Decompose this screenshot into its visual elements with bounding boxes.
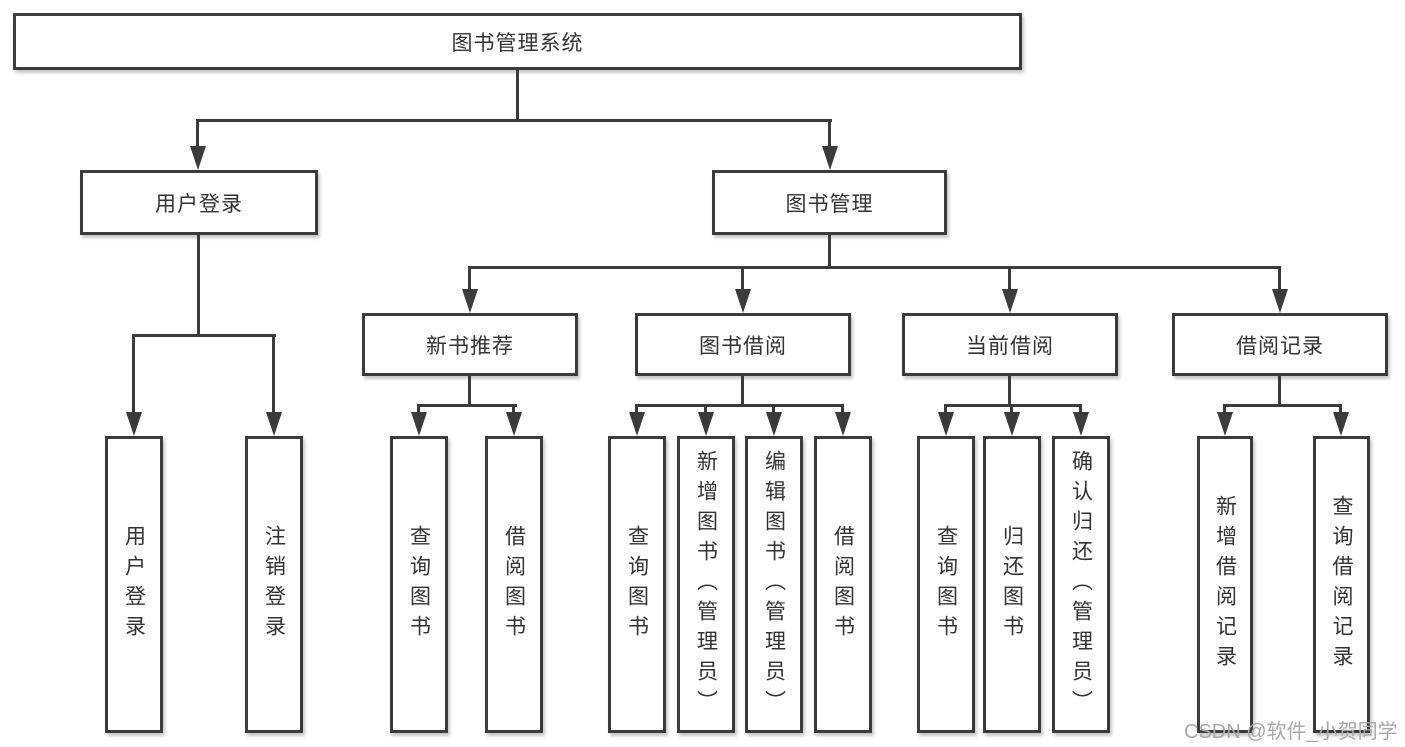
leaf-add-book-admin: 新增图书（管理员）: [677, 436, 735, 733]
leaf-edit-book-admin: 编辑图书（管理员）: [745, 436, 803, 733]
arrowhead-icon: [1004, 412, 1020, 436]
connector-stub: [635, 404, 638, 416]
connector-new-book-vertical: [468, 376, 471, 407]
leaf-borrow-books-recommend: 借阅图书: [485, 436, 543, 733]
leaf-borrow-books-borrowing: 借阅图书: [814, 436, 872, 733]
leaf-logout: 注销登录: [245, 436, 303, 733]
leaf-borrow-books-borrowing-label: 借阅图书: [831, 524, 855, 645]
leaf-query-borrow-record: 查询借阅记录: [1313, 436, 1370, 733]
arrowhead-icon: [698, 412, 714, 436]
connector-stub: [1339, 404, 1342, 416]
connector-book-management-horizontal: [468, 266, 1281, 269]
connector-stub: [772, 404, 775, 416]
connector-current-borrowing-horizontal: [944, 404, 1082, 407]
leaf-query-books-current-label: 查询图书: [934, 524, 958, 645]
arrowhead-icon: [411, 412, 427, 436]
connector-root-vertical: [516, 70, 519, 122]
leaf-logout-label: 注销登录: [262, 524, 286, 645]
connector-book-management-vertical: [828, 235, 831, 269]
watermark: CSDN @软件_小贺同学: [1184, 721, 1398, 743]
connector-stub: [1079, 404, 1082, 416]
arrowhead-icon: [822, 146, 838, 170]
connector-book-borrowing-horizontal: [635, 404, 844, 407]
leaf-add-borrow-record: 新增借阅记录: [1197, 436, 1253, 733]
connector-stub-book-management: [828, 119, 831, 150]
arrowhead-icon: [1272, 289, 1288, 313]
node-current-borrowing: 当前借阅: [902, 313, 1118, 376]
leaf-user-login: 用户登录: [105, 436, 163, 733]
connector-stub: [704, 404, 707, 416]
leaf-query-books-recommend-label: 查询图书: [407, 524, 431, 645]
node-new-book-recommendation: 新书推荐: [362, 313, 578, 376]
leaf-query-books-recommend: 查询图书: [390, 436, 448, 733]
connector-stub: [1010, 404, 1013, 416]
leaf-query-books-current: 查询图书: [917, 436, 975, 733]
arrowhead-icon: [1002, 289, 1018, 313]
connector-stub-borrowing-records: [1278, 266, 1281, 292]
connector-stub: [417, 404, 420, 416]
arrowhead-icon: [190, 146, 206, 170]
arrowhead-icon: [1217, 412, 1233, 436]
connector-current-borrowing-vertical: [1008, 376, 1011, 407]
connector-borrowing-records-vertical: [1278, 376, 1281, 407]
connector-stub-leaf-user-login: [132, 334, 135, 414]
arrowhead-icon: [835, 412, 851, 436]
connector-stub: [841, 404, 844, 416]
leaf-confirm-return-admin: 确认归还（管理员）: [1052, 436, 1110, 733]
leaf-query-books-borrowing-label: 查询图书: [625, 524, 649, 645]
node-current-borrowing-label: 当前借阅: [966, 334, 1054, 358]
leaf-query-books-borrowing: 查询图书: [608, 436, 666, 733]
connector-root-horizontal: [196, 119, 832, 122]
leaf-borrow-books-recommend-label: 借阅图书: [502, 524, 526, 645]
node-book-borrowing: 图书借阅: [635, 313, 851, 376]
arrowhead-icon: [629, 412, 645, 436]
leaf-add-borrow-record-label: 新增借阅记录: [1213, 494, 1237, 675]
arrowhead-icon: [266, 412, 282, 436]
node-root-label: 图书管理系统: [451, 31, 584, 55]
arrowhead-icon: [938, 412, 954, 436]
connector-stub: [944, 404, 947, 416]
arrowhead-icon: [766, 412, 782, 436]
arrowhead-icon: [506, 412, 522, 436]
node-book-management-label: 图书管理: [785, 192, 874, 216]
connector-stub: [512, 404, 515, 416]
arrowhead-icon: [126, 412, 142, 436]
node-book-management: 图书管理: [712, 170, 947, 235]
node-user-login: 用户登录: [80, 170, 318, 235]
node-root: 图书管理系统: [13, 13, 1022, 70]
leaf-query-borrow-record-label: 查询借阅记录: [1330, 494, 1354, 675]
connector-stub: [1223, 404, 1226, 416]
leaf-edit-book-admin-label: 编辑图书（管理员）: [762, 449, 786, 720]
leaf-confirm-return-admin-label: 确认归还（管理员）: [1069, 449, 1093, 720]
connector-borrowing-records-horizontal: [1223, 404, 1342, 407]
connector-stub-book-borrowing: [741, 266, 744, 292]
arrowhead-icon: [735, 289, 751, 313]
leaf-add-book-admin-label: 新增图书（管理员）: [694, 449, 718, 720]
leaf-return-books-label: 归还图书: [1000, 524, 1024, 645]
connector-stub-current-borrowing: [1008, 266, 1011, 292]
leaf-return-books: 归还图书: [983, 436, 1041, 733]
arrowhead-icon: [1333, 412, 1349, 436]
node-book-borrowing-label: 图书借阅: [699, 334, 787, 358]
arrowhead-icon: [1073, 412, 1089, 436]
node-borrowing-records: 借阅记录: [1172, 313, 1388, 376]
connector-user-login-vertical: [197, 235, 200, 336]
connector-new-book-horizontal: [417, 404, 517, 407]
node-new-book-recommendation-label: 新书推荐: [426, 334, 514, 358]
node-user-login-label: 用户登录: [155, 192, 243, 216]
connector-book-borrowing-vertical: [741, 376, 744, 407]
connector-stub-new-book: [468, 266, 471, 292]
node-borrowing-records-label: 借阅记录: [1236, 334, 1324, 358]
connector-stub-leaf-logout: [272, 334, 275, 414]
arrowhead-icon: [462, 289, 478, 313]
leaf-user-login-label: 用户登录: [122, 524, 146, 645]
connector-user-login-horizontal: [132, 334, 276, 337]
connector-stub-user-login: [196, 119, 199, 150]
